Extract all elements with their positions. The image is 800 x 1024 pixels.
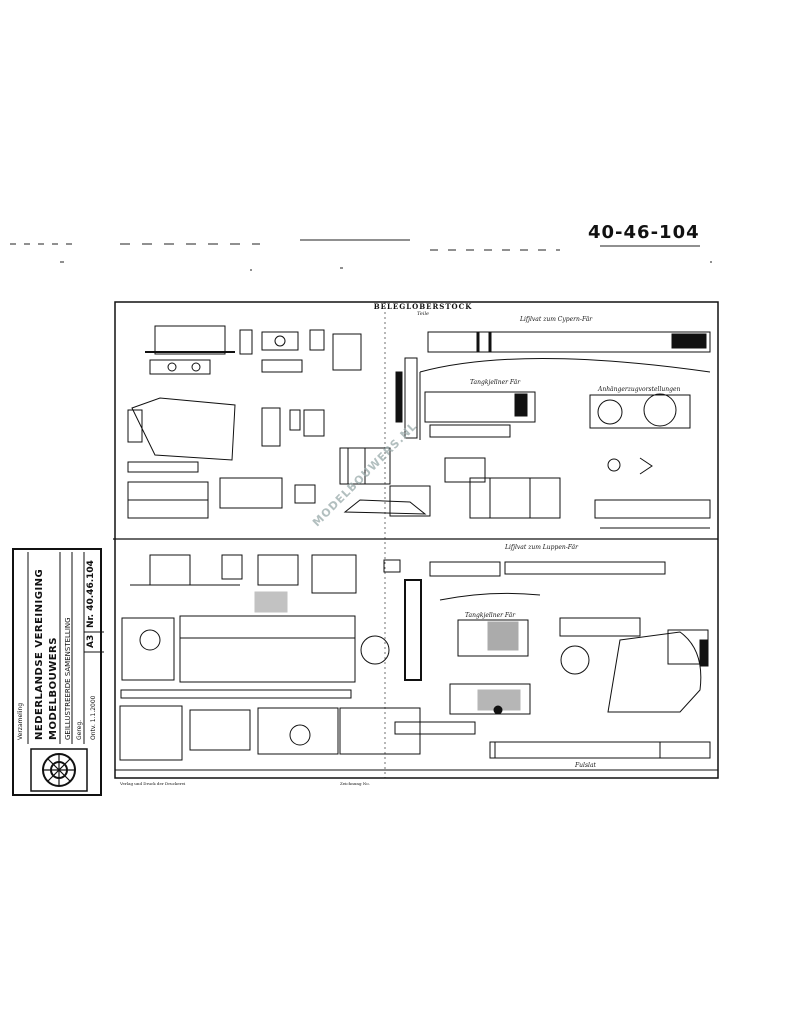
stamp-top-line: Verzameling: [17, 702, 24, 740]
sheet-border: [114, 301, 719, 779]
part-label: Lifjlvat zum Cypern-Fär: [520, 316, 593, 323]
parts-lower-left: [115, 554, 422, 771]
sheet-subtitle: Teile: [416, 311, 430, 317]
stamp-meta: Gereg.: [76, 719, 83, 740]
stamp-collection: GEILLUSTREERDE SAMENSTELLING: [64, 617, 72, 740]
part-label: Fulslat: [575, 762, 596, 769]
parts-upper-left: [127, 325, 431, 519]
stamp-org-line2: MODELBOUWERS: [48, 637, 59, 740]
stamp-org-line1: NEDERLANDSE VEREINIGING: [34, 568, 45, 740]
footer-publisher: Verlag und Druck der Druckerei: [120, 781, 186, 786]
stamp-number: Nr. 40.46.104: [86, 560, 96, 628]
footer-drawing-no: Zeichnung No.: [340, 781, 370, 786]
part-label: Lifjlvat zum Luppen-Fär: [505, 544, 578, 551]
nvm-logo-icon: [30, 748, 88, 792]
stamp-size: A3: [86, 634, 96, 648]
parts-upper-right: [419, 331, 711, 529]
archive-stamp: Verzameling NEDERLANDSE VEREINIGING MODE…: [12, 548, 104, 796]
scan-noise: [10, 239, 712, 271]
stamp-date: Ontv. 1.1.2000: [90, 695, 97, 741]
part-label: Tangkjellner Fär: [470, 379, 521, 386]
part-label: Anhängerzugvorstellungen: [598, 386, 681, 393]
sheet-title: BELEGLOBERSTOCK: [373, 302, 473, 311]
handwritten-catalog-number: 40-46-104: [588, 222, 700, 243]
part-label: Tangkjellner Fär: [465, 612, 516, 619]
parts-lower-right: [385, 561, 718, 771]
